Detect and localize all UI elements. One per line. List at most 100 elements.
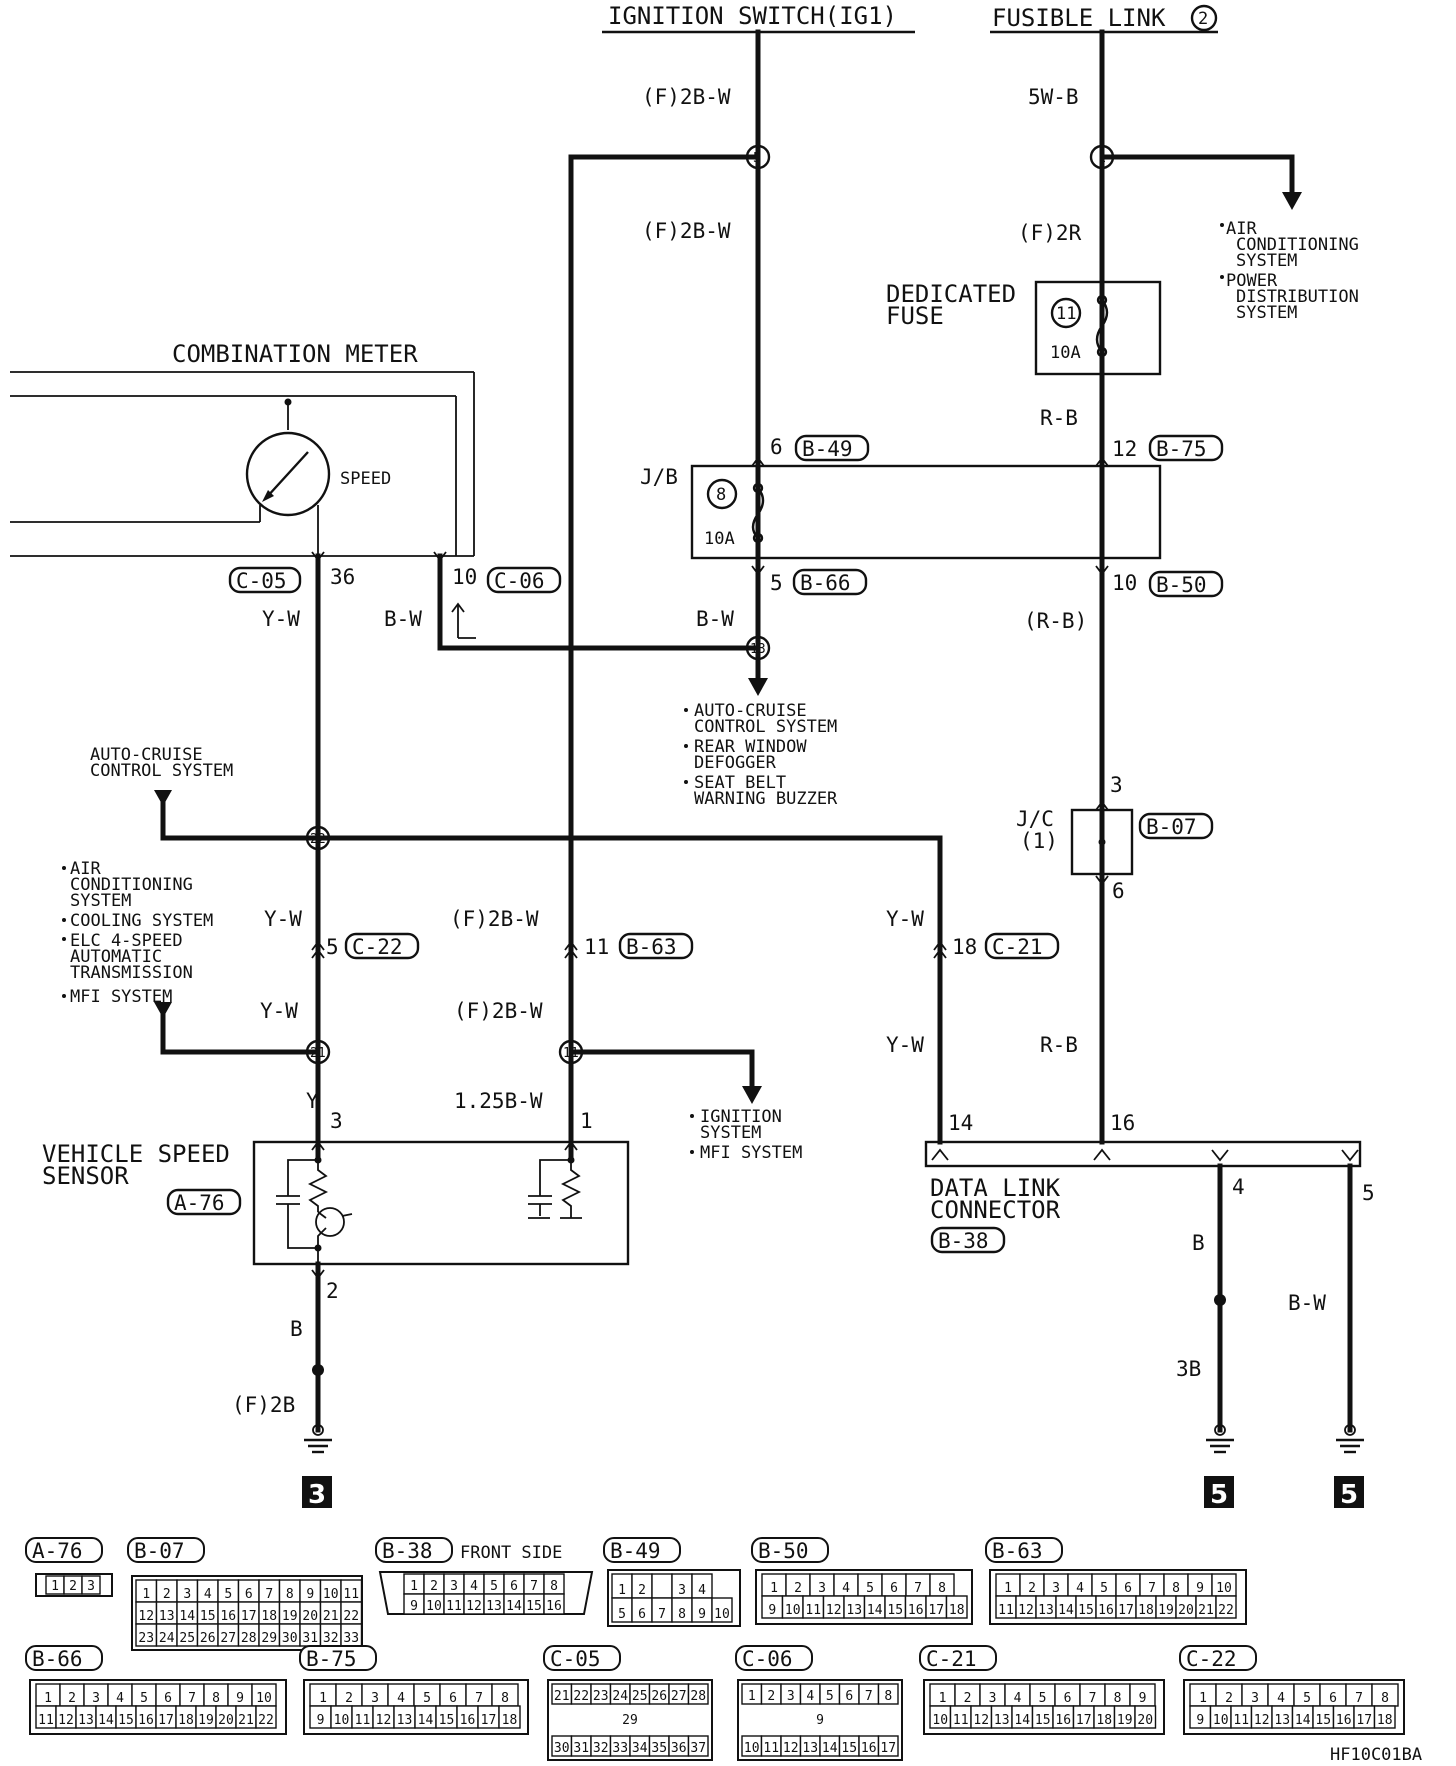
connector-pin: 7 <box>1148 1581 1156 1596</box>
wire-b-b: B <box>1192 1231 1205 1255</box>
connector-pin: 21 <box>323 1609 339 1624</box>
connector-pin: 2 <box>345 1691 353 1706</box>
connector-pin: 14 <box>822 1741 838 1756</box>
connector-pin: 5 <box>490 1579 498 1594</box>
connector-pin: 1 <box>748 1689 756 1704</box>
wire-f2bw-b: (F)2B-W <box>642 219 731 243</box>
dest-ignition-2: SYSTEM <box>700 1123 761 1143</box>
connector-pin: 16 <box>220 1609 236 1624</box>
connector-pin: 15 <box>200 1609 216 1624</box>
pin-10-b50: 10 <box>1112 571 1137 595</box>
connector-pin: 10 <box>334 1713 350 1728</box>
legend-c05-housing <box>547 1679 713 1761</box>
wire-3b: 3B <box>1176 1357 1201 1381</box>
legend-tag-b66: B-66 <box>25 1645 103 1671</box>
connector-pin: 21 <box>554 1689 570 1704</box>
jc-label-2: (1) <box>1020 829 1058 853</box>
connector-pin: 5 <box>866 1581 874 1596</box>
connector-pin: 5 <box>1303 1691 1311 1706</box>
junction-block <box>690 464 1162 560</box>
dedicated-fuse-element <box>1095 299 1109 353</box>
connector-pin: 14 <box>1295 1713 1311 1728</box>
connector-pin: 16 <box>546 1599 562 1614</box>
connector-pin: 15 <box>887 1603 903 1618</box>
connector-pin: 7 <box>658 1607 666 1622</box>
pin-2-vss: 2 <box>326 1279 339 1303</box>
wire-bw-a: B-W <box>384 607 422 631</box>
connector-pin: 12 <box>138 1609 154 1624</box>
dest-ignition-1: IGNITION <box>700 1107 782 1127</box>
wire-b-a: B <box>290 1317 303 1341</box>
connector-pin: 11 <box>38 1713 54 1728</box>
fuse-8-number: 8 <box>716 485 726 505</box>
ground-3-badge <box>302 1476 332 1508</box>
legend-tag-a76: A-76 <box>25 1537 103 1563</box>
dest-mfi: MFI SYSTEM <box>700 1143 802 1163</box>
svg-text:B-50: B-50 <box>1156 573 1207 597</box>
fusible-link-number-circle <box>1190 4 1218 32</box>
connector-pin: 9 <box>306 1587 314 1602</box>
connector-pin: 25 <box>179 1631 195 1646</box>
legend-c21-housing <box>923 1679 1165 1735</box>
connector-pin: 16 <box>1336 1713 1352 1728</box>
connector-pin: 3 <box>87 1579 95 1594</box>
connector-c05-tag: C-05 <box>228 566 302 594</box>
connector-pin: 15 <box>1035 1713 1051 1728</box>
connector-pin: 20 <box>1137 1713 1153 1728</box>
connector-pin: 12 <box>783 1741 799 1756</box>
connector-pin: 7 <box>865 1689 873 1704</box>
connector-pin: 36 <box>671 1741 687 1756</box>
pin-6-b49: 6 <box>770 435 783 459</box>
wire-yw-c: Y-W <box>260 999 298 1023</box>
legend-tag-b50: B-50 <box>751 1537 829 1563</box>
connector-pin: 3 <box>183 1587 191 1602</box>
connector-pin: 23 <box>138 1631 154 1646</box>
wire-f2bw-c: (F)2B-W <box>450 907 539 931</box>
pin-10-c06: 10 <box>452 565 477 589</box>
arrow-aircon <box>1282 192 1302 210</box>
connector-pin: 2 <box>1028 1581 1036 1596</box>
connector-pin: 8 <box>1114 1691 1122 1706</box>
connector-pin: 2 <box>1225 1691 1233 1706</box>
connector-pin: 11 <box>998 1603 1014 1618</box>
connector-pin: 13 <box>1038 1603 1054 1618</box>
connector-pin: 9 <box>1196 1713 1204 1728</box>
connector-pin: 19 <box>1158 1603 1174 1618</box>
svg-text:C-21: C-21 <box>992 935 1043 959</box>
connector-pin: 21 <box>238 1713 254 1728</box>
svg-text:C-06: C-06 <box>742 1647 793 1671</box>
pin-3-vss: 3 <box>330 1109 343 1133</box>
svg-text:B-75: B-75 <box>1156 437 1207 461</box>
connector-pin: 11 <box>953 1713 969 1728</box>
fuse-11-circle <box>1050 297 1082 329</box>
dest-aircon-3: SYSTEM <box>1236 251 1297 271</box>
connector-pin: 6 <box>164 1691 172 1706</box>
connector-b63-tag: B-63 <box>618 932 694 960</box>
connector-pin: 15 <box>439 1713 455 1728</box>
connector-pin: 13 <box>486 1599 502 1614</box>
connector-pin: 3 <box>450 1579 458 1594</box>
dest-autocruise-left-2: CONTROL SYSTEM <box>90 761 233 781</box>
connector-pin: 37 <box>690 1741 706 1756</box>
connector-pin: 13 <box>802 1741 818 1756</box>
connector-pin: 24 <box>159 1631 175 1646</box>
svg-text:C-05: C-05 <box>236 569 287 593</box>
connector-pin: 19 <box>198 1713 214 1728</box>
svg-text:B-07: B-07 <box>1146 815 1197 839</box>
svg-text:B-07: B-07 <box>134 1539 185 1563</box>
connector-b07-tag: B-07 <box>1138 812 1214 840</box>
connector-pin: 16 <box>138 1713 154 1728</box>
connector-pin: 1 <box>51 1579 59 1594</box>
connector-pin: 18 <box>178 1713 194 1728</box>
splice-11 <box>558 1039 584 1065</box>
dest-rear-window-2: DEFOGGER <box>694 753 777 773</box>
connector-pin: 5 <box>826 1689 834 1704</box>
dest-seatbelt-1: SEAT BELT <box>694 773 786 793</box>
ground-3-number: 3 <box>308 1480 326 1510</box>
svg-text:B-75: B-75 <box>306 1647 357 1671</box>
connector-pin: 8 <box>550 1579 558 1594</box>
